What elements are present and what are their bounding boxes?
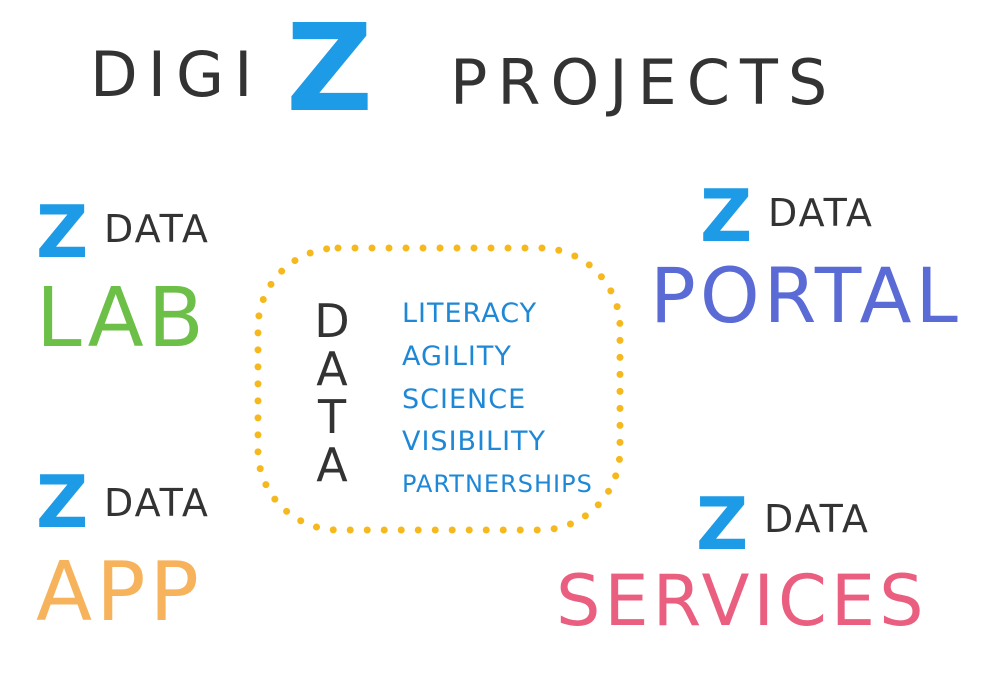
services-z-logo: Z: [696, 482, 749, 566]
title-suffix: PROJECTS: [450, 46, 838, 119]
services-data-label: DATA: [764, 497, 870, 541]
term-agility: AGILITY: [402, 341, 512, 372]
title-prefix: DIGI: [90, 38, 263, 111]
title-z-logo: Z: [286, 0, 374, 139]
center-data-vertical: D A T A: [312, 298, 352, 498]
portal-z-logo: Z: [700, 174, 753, 258]
portal-name: PORTAL: [650, 251, 962, 340]
term-literacy: LITERACY: [402, 298, 538, 329]
project-services: Z DATA SERVICES: [556, 488, 986, 658]
term-partnerships: PARTNERSHIPS: [402, 470, 593, 498]
center-letter-a1: A: [316, 342, 348, 396]
app-data-label: DATA: [104, 481, 210, 525]
lab-name: LAB: [36, 271, 208, 366]
term-science: SCIENCE: [402, 384, 527, 415]
lab-z-logo: Z: [36, 190, 89, 274]
lab-data-label: DATA: [104, 207, 210, 251]
center-terms-list: LITERACY AGILITY SCIENCE VISIBILITY PART…: [402, 300, 612, 510]
center-letter-t: T: [317, 390, 347, 444]
center-letter-a2: A: [316, 438, 348, 492]
portal-data-label: DATA: [768, 191, 874, 235]
services-name: SERVICES: [556, 560, 928, 642]
term-visibility: VISIBILITY: [402, 426, 547, 457]
project-app: Z DATA APP: [36, 466, 266, 646]
project-portal: Z DATA PORTAL: [650, 180, 990, 350]
app-z-logo: Z: [36, 460, 89, 544]
app-name: APP: [36, 545, 203, 640]
center-letter-d: D: [314, 294, 350, 348]
project-lab: Z DATA LAB: [36, 196, 266, 366]
